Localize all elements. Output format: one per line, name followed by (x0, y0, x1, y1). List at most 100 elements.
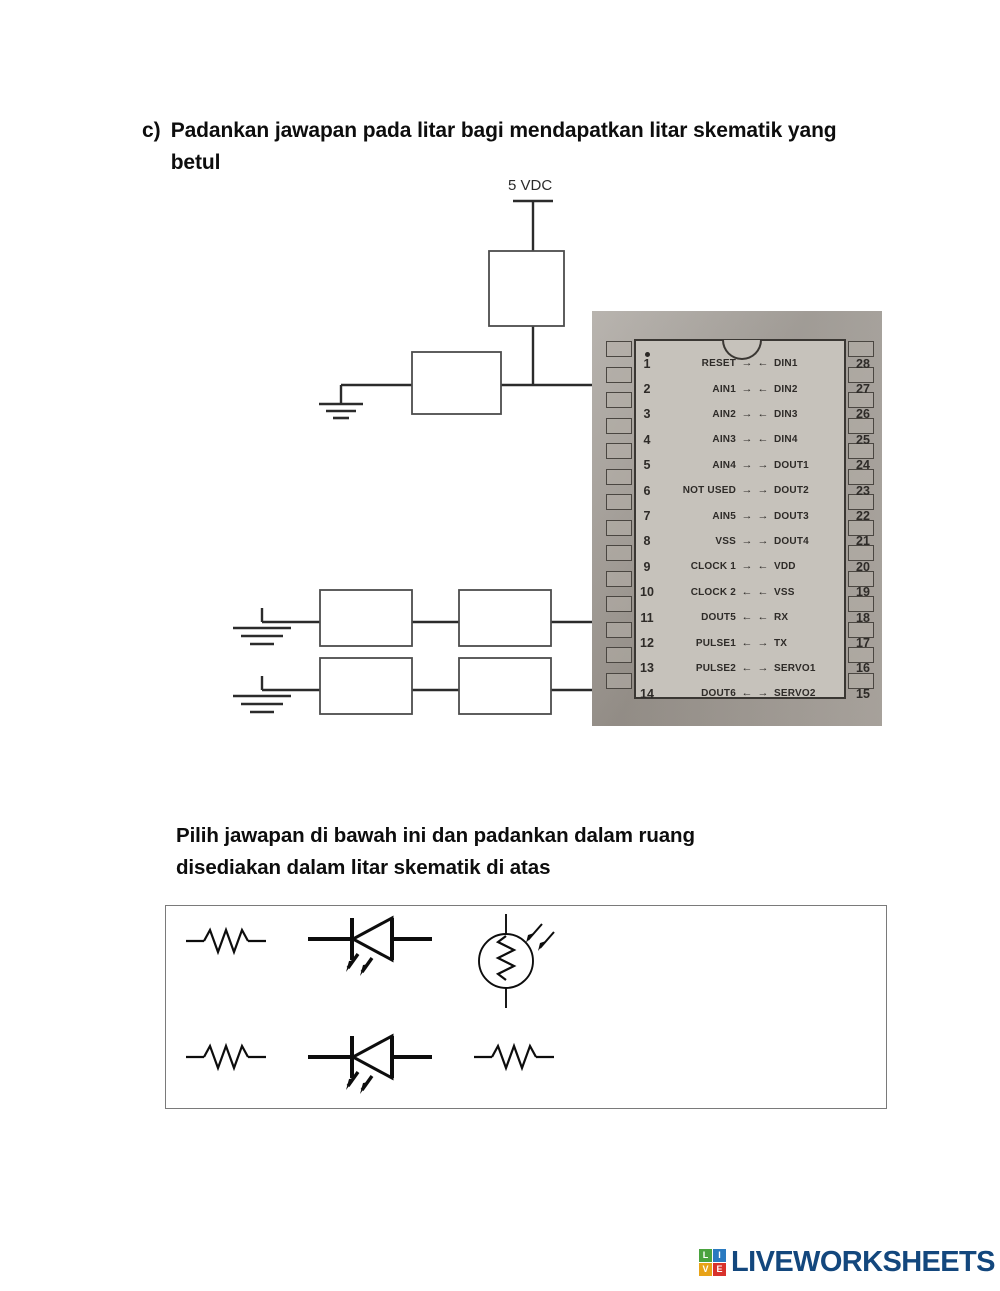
ic-pin-arrow-left: → (741, 357, 753, 370)
ic-pin-pad-right (848, 366, 874, 383)
ic-pin-label-right: DOUT2 (774, 485, 809, 497)
ic-pin-arrow-right: ← (757, 357, 769, 370)
ic-pin1-dot (645, 352, 650, 357)
ic-pin-arrow-right: → (757, 687, 769, 700)
answer-choices-box (165, 905, 887, 1109)
ic-pin-number-right: 25 (856, 432, 870, 447)
ic-pin-label-right: DOUT4 (774, 535, 809, 547)
ic-pin-number-right: 23 (856, 483, 870, 498)
ic-pin-number-right: 17 (856, 636, 870, 651)
answer-option-resistor-3[interactable] (472, 1034, 568, 1085)
ic-pin-arrow-right: ← (757, 433, 769, 446)
ic-pin-label-left: DOUT5 (701, 612, 736, 624)
ic-pin-label-left: NOT USED (682, 485, 736, 497)
question-heading: c) Padankan jawapan pada litar bagi mend… (142, 115, 882, 179)
schematic-drop-box-1 (488, 250, 565, 327)
ic-pin-label-right: VSS (774, 586, 795, 598)
instruction-line-1: Pilih jawapan di bawah ini dan padankan … (176, 824, 695, 847)
ic-pin-pad-right (848, 392, 874, 408)
ic-pin-number-right: 28 (856, 356, 870, 371)
ic-pin-arrow-left: → (741, 534, 753, 547)
answer-option-led-1[interactable] (306, 910, 436, 993)
ic-pin-pad-right (848, 468, 874, 485)
ic-pin-number-right: 26 (856, 407, 870, 422)
ic-pin-arrow-right: → (757, 509, 769, 522)
ic-pin-label-left: PULSE1 (695, 637, 736, 649)
ic-pin-arrow-left: → (741, 458, 753, 471)
instruction-line-2: disediakan dalam litar skematik di atas (176, 855, 551, 879)
ic-pin-pad-left (606, 366, 632, 383)
ic-pin-arrow-right: → (757, 458, 769, 471)
ic-pin-pad-left (606, 596, 632, 612)
ic-pin-pad-right (848, 596, 874, 612)
ic-pin-pad-left (606, 621, 632, 638)
schematic-drop-box-3 (319, 589, 413, 647)
ic-pin-label-left: CLOCK 2 (690, 586, 736, 598)
ic-pin-arrow-left: ← (741, 687, 753, 700)
ic-pin-row: 10 CLOCK 2 ← ← VSS 19 (634, 580, 870, 605)
ic-pin-pad-left (606, 545, 632, 561)
ic-pin-pads-left (606, 341, 632, 698)
schematic-drop-box-6 (458, 657, 552, 715)
ic-pin-number-left: 3 (643, 407, 651, 422)
ic-pin-arrow-right: ← (757, 611, 769, 624)
answer-option-resistor-1[interactable] (184, 918, 280, 969)
ic-pin-label-right: DOUT3 (774, 510, 809, 522)
ic-pin-label-right: DIN3 (774, 408, 798, 420)
answer-option-led-2[interactable] (306, 1028, 436, 1111)
ic-pin-number-right: 16 (856, 661, 870, 676)
ic-pin-label-right: TX (774, 637, 788, 649)
ic-pin-arrow-left: ← (741, 636, 753, 649)
ic-pin-label-left: DOUT6 (701, 688, 736, 700)
ic-pin-pad-left (606, 647, 632, 663)
ic-pin-label-right: VDD (774, 561, 796, 573)
ic-pin-arrow-right: ← (757, 560, 769, 573)
schematic-drop-box-4 (458, 589, 552, 647)
ic-pin-number-left: 2 (643, 382, 651, 397)
ic-pin-arrow-right: ← (757, 585, 769, 598)
question-letter: c) (142, 119, 161, 142)
logo-cell-v: V (699, 1263, 712, 1276)
ic-pin-number-left: 8 (643, 534, 651, 549)
ic-pin-arrow-left: → (741, 509, 753, 522)
ic-pin-label-left: AIN5 (712, 510, 736, 522)
ic-pin-arrow-left: → (741, 433, 753, 446)
ic-pin-label-left: PULSE2 (695, 662, 736, 674)
ic-pin-arrow-left: ← (741, 585, 753, 598)
ic-pin-label-left: AIN3 (712, 434, 736, 446)
logo-cell-l: L (699, 1249, 712, 1262)
ic-pin-arrow-left: ← (741, 611, 753, 624)
answer-option-ldr[interactable] (462, 912, 578, 1023)
ic-pin-label-left: CLOCK 1 (690, 561, 736, 573)
ic-pin-arrow-right: → (757, 484, 769, 497)
ic-pin-number-left: 10 (640, 585, 654, 600)
logo-cell-i: I (713, 1249, 726, 1262)
ic-pin-number-left: 7 (643, 509, 651, 524)
ic-pin-number-right: 19 (856, 585, 870, 600)
ic-pin-pad-right (848, 417, 874, 434)
ic-pin-label-left: AIN1 (712, 383, 736, 395)
ic-pin-pad-right (848, 570, 874, 587)
ic-pin-arrow-right: → (757, 534, 769, 547)
ic-pin-pad-right (848, 494, 874, 510)
ic-pin-number-right: 20 (856, 559, 870, 574)
ic-pin-pad-right (848, 621, 874, 638)
ic-pin-label-right: DOUT1 (774, 459, 809, 471)
ic-pin-arrow-right: → (757, 636, 769, 649)
ic-pin-label-left: VSS (715, 535, 736, 547)
ic-pin-pad-left (606, 672, 632, 689)
answer-option-resistor-2[interactable] (184, 1034, 280, 1085)
schematic-drop-box-5 (319, 657, 413, 715)
ic-pin-arrow-right: → (757, 661, 769, 674)
